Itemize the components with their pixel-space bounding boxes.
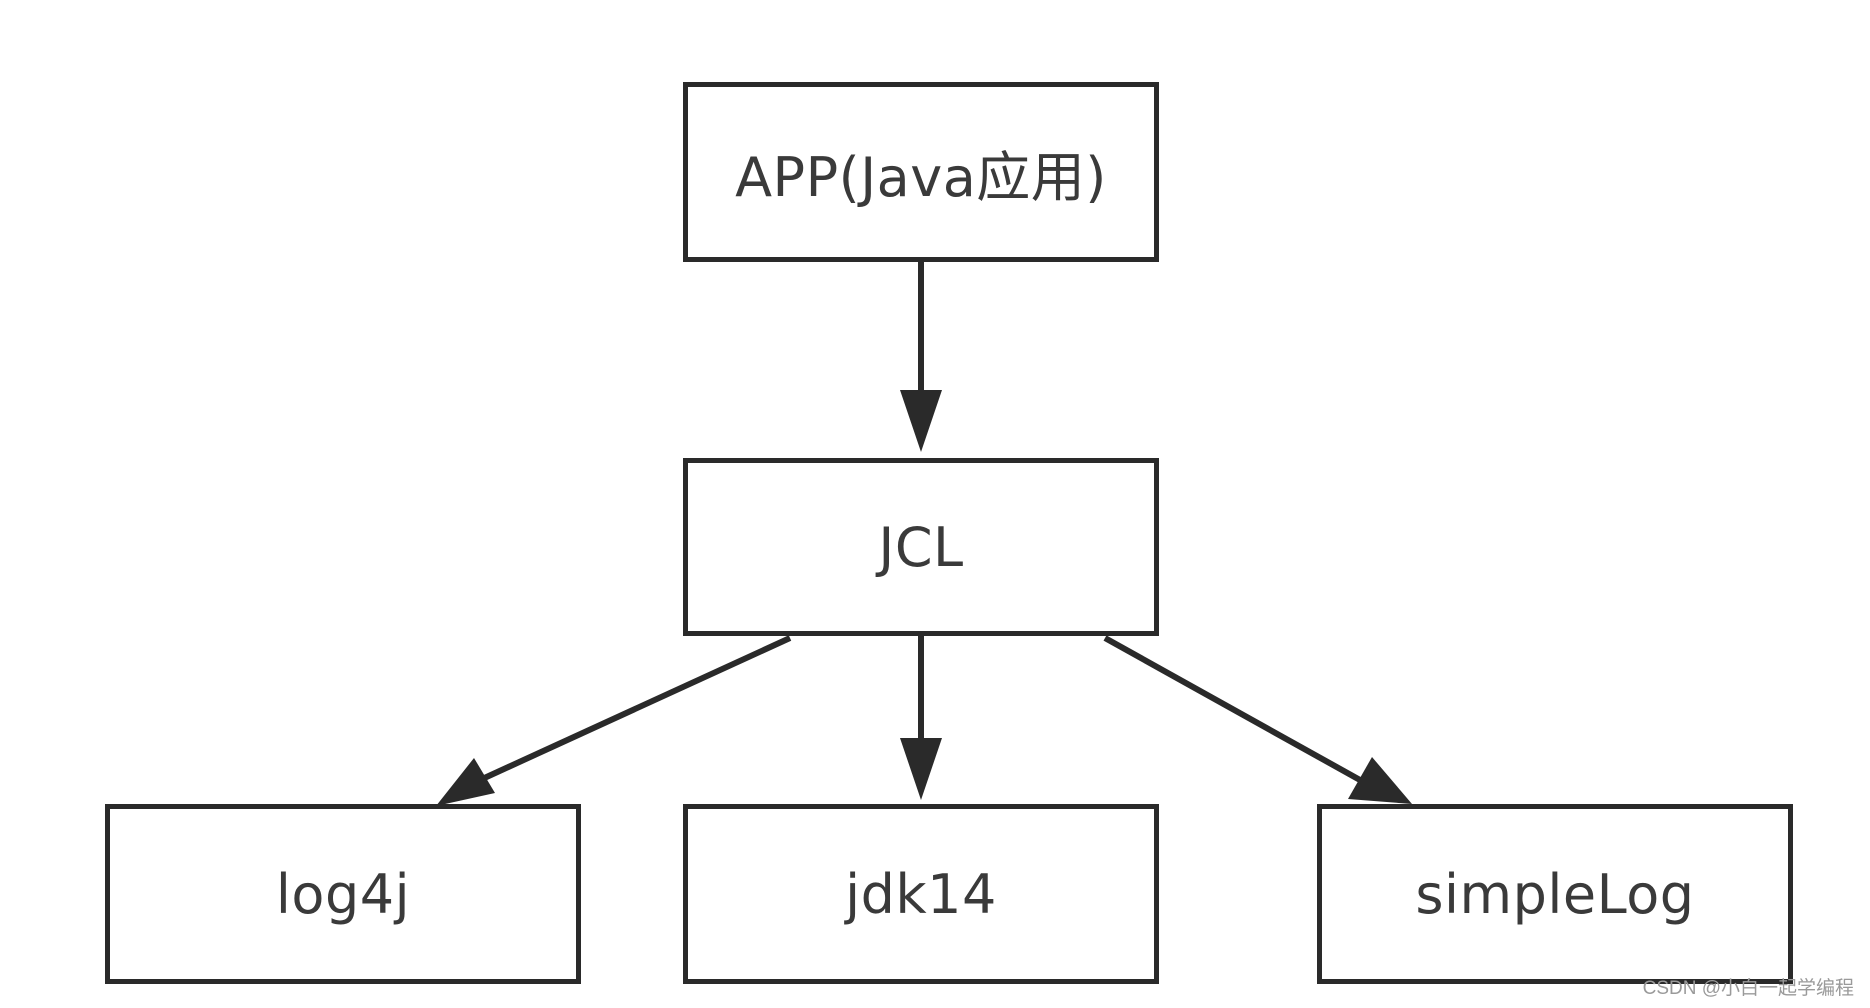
edge-app-to-jcl (900, 262, 942, 452)
node-log4j: log4j (105, 804, 581, 984)
node-app-label: APP(Java应用) (735, 145, 1107, 209)
node-simplelog: simpleLog (1317, 804, 1793, 984)
edge-jcl-to-log4j (436, 635, 792, 806)
edge-jcl-to-simplelog (1103, 635, 1412, 804)
node-jcl: JCL (683, 458, 1159, 636)
node-app: APP(Java应用) (683, 82, 1159, 262)
edge-jcl-to-jdk14 (900, 636, 942, 800)
watermark-text: CSDN @小白一起学编程 (1642, 978, 1854, 999)
node-jdk14-label: jdk14 (845, 862, 997, 926)
node-simplelog-label: simpleLog (1415, 862, 1695, 926)
node-jdk14: jdk14 (683, 804, 1159, 984)
node-jcl-label: JCL (878, 515, 964, 579)
node-log4j-label: log4j (275, 862, 411, 926)
